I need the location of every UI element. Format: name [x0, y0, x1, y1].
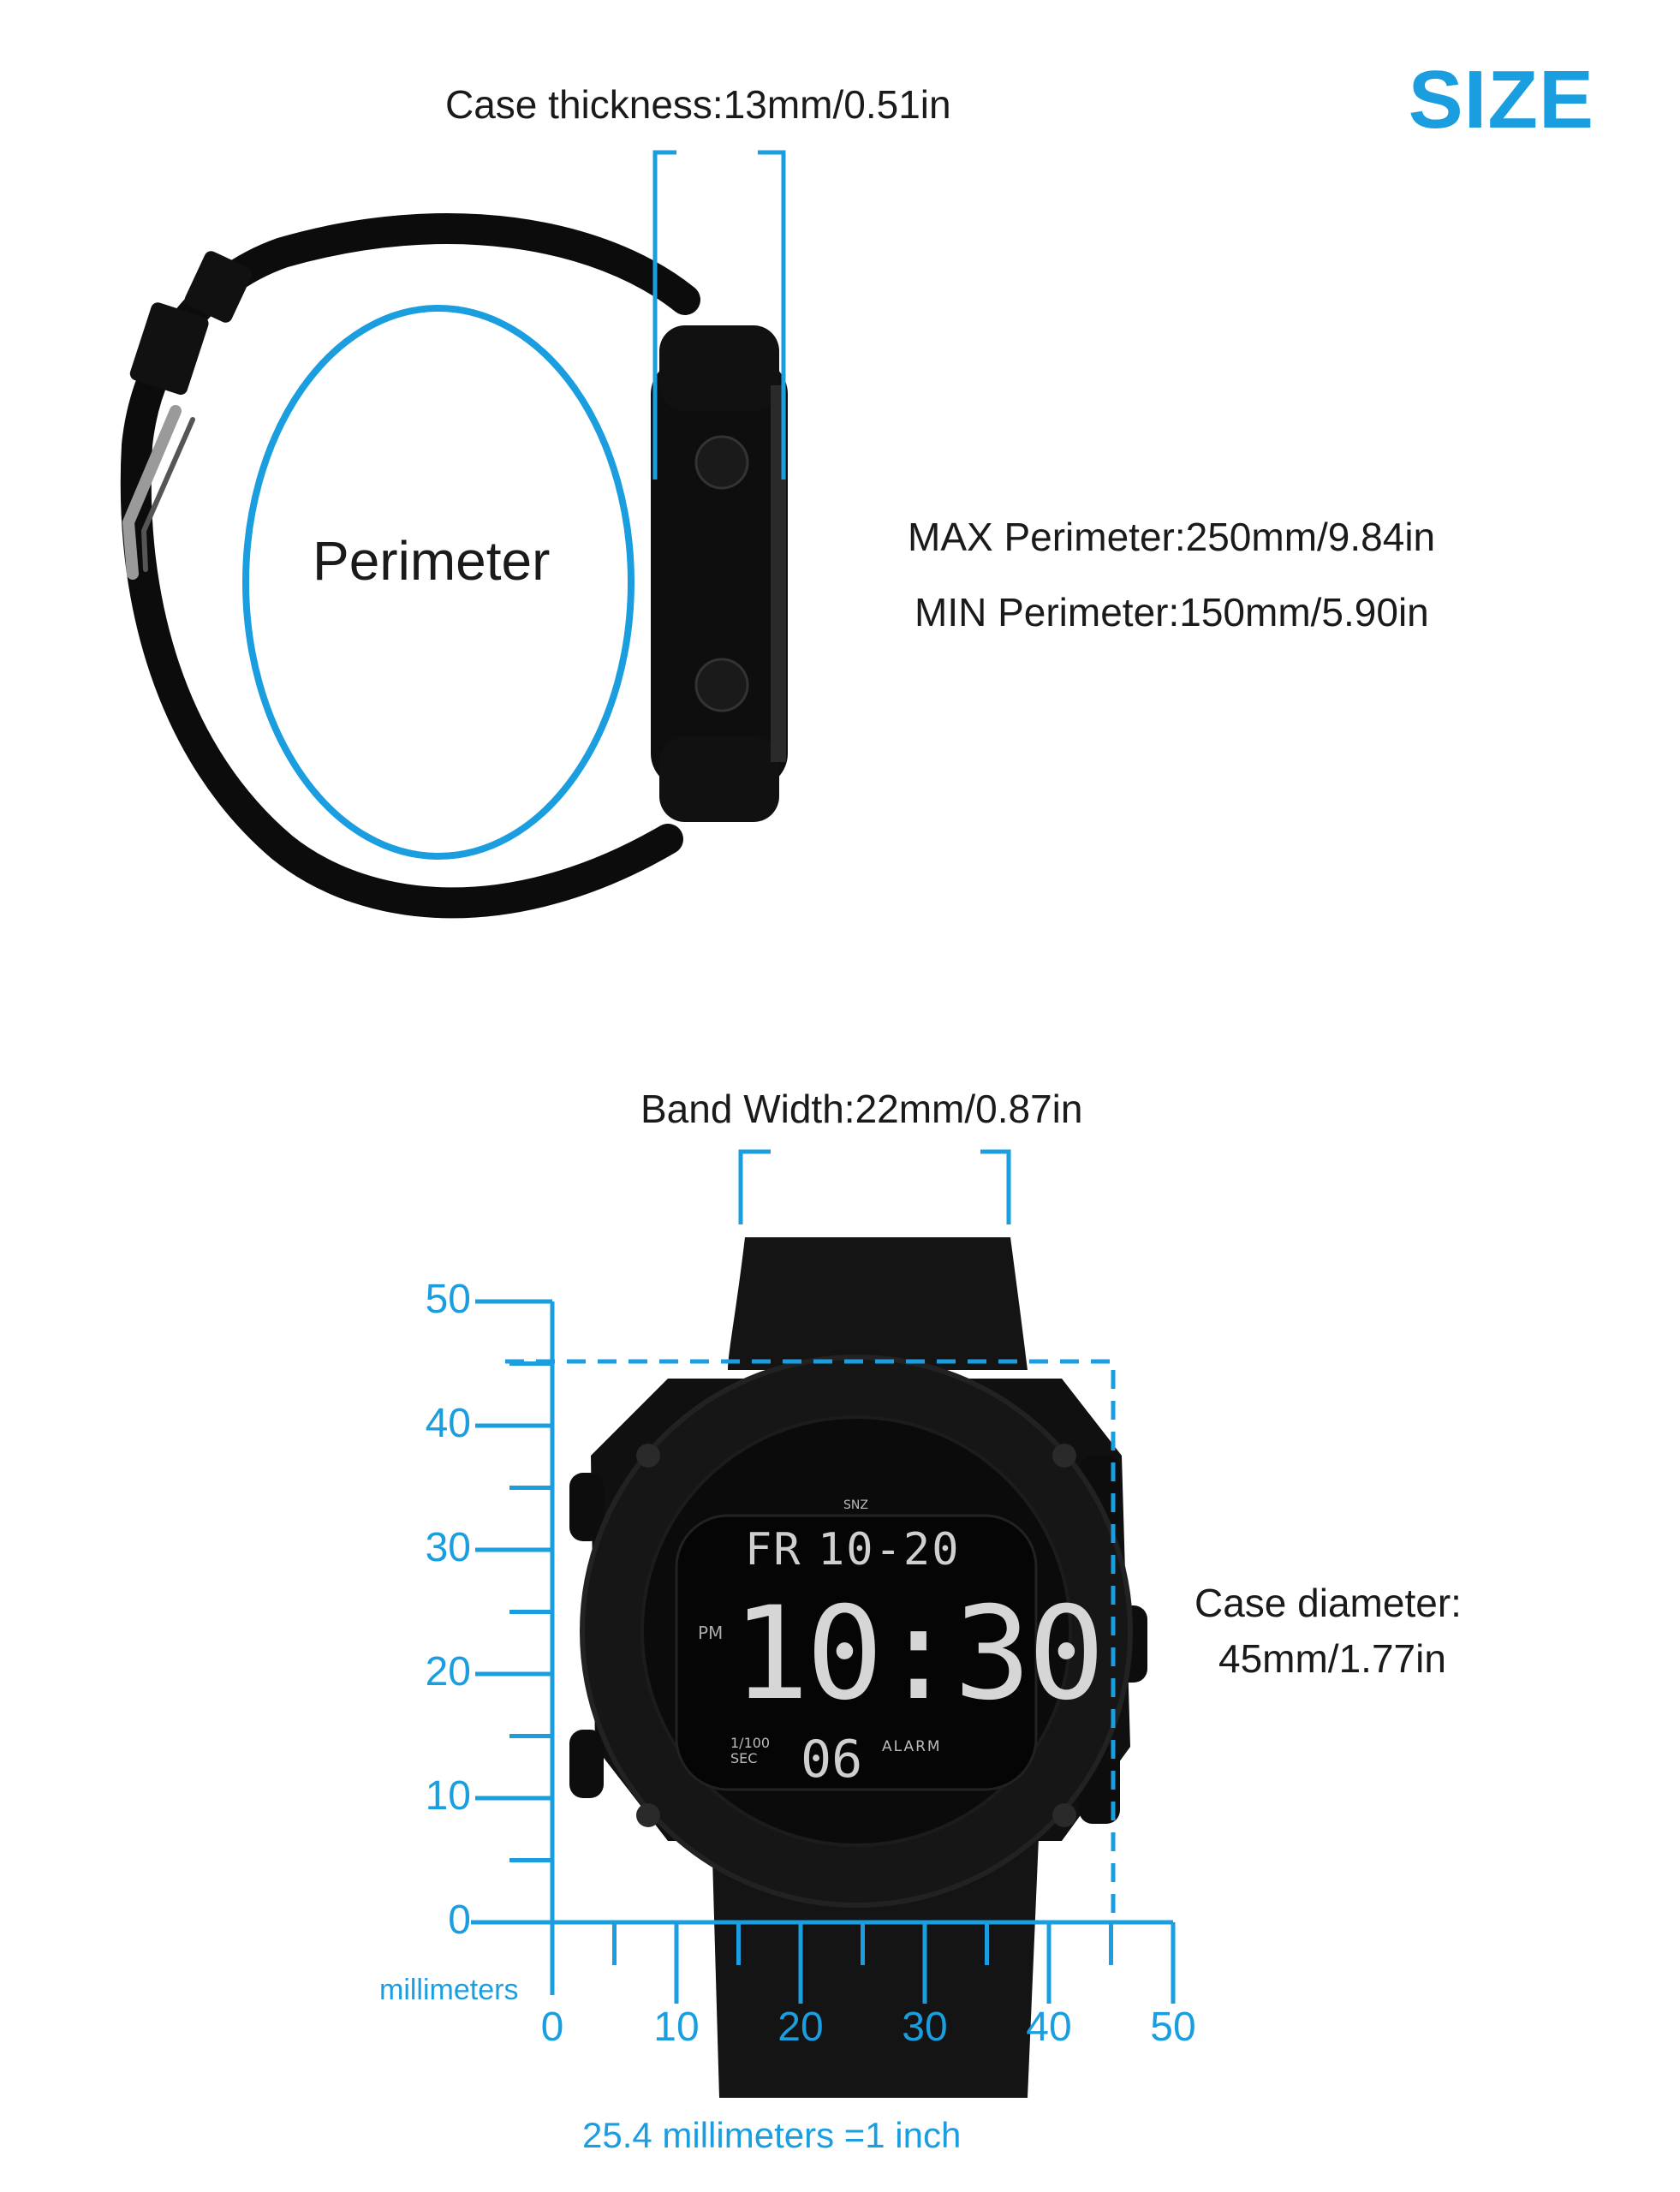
band-width-bracket: [738, 1149, 1011, 1224]
watch-brand-mark: SNZ: [843, 1498, 868, 1512]
buckle: [122, 405, 182, 580]
thickness-bracket: [652, 150, 786, 480]
page-title: SIZE: [1408, 54, 1594, 146]
pusher-top: [694, 435, 749, 490]
case-diameter-label-line2: 45mm/1.77in: [1218, 1636, 1446, 1681]
strap-keeper: [129, 302, 209, 396]
watch-top-row-day: FR: [745, 1524, 802, 1576]
ruler-ticks: [475, 1299, 1176, 2004]
side-button-left-top: [569, 1473, 604, 1541]
perimeter-label: Perimeter: [313, 530, 551, 592]
ruler-y-tick-label: 0: [448, 1897, 471, 1943]
ruler-x-tick-label: 30: [902, 2004, 948, 2050]
ruler-y-tick-label: 20: [425, 1649, 471, 1695]
ruler-x-tick-label: 40: [1026, 2004, 1072, 2050]
watch-pm-label: PM: [698, 1623, 724, 1643]
side-button-left-bottom: [569, 1730, 604, 1798]
screw: [636, 1803, 660, 1827]
watch-strap: [120, 212, 700, 919]
ruler-x-tick-label: 0: [540, 2004, 564, 2050]
ruler-y-tick-label: 30: [425, 1525, 471, 1570]
band-width-label: Band Width:22mm/0.87in: [640, 1087, 1083, 1131]
screw: [636, 1444, 660, 1468]
ruler-x-tick-label: 10: [653, 2004, 700, 2050]
watch-main-time: 10:30: [732, 1580, 1105, 1729]
watch-seconds: 06: [801, 1730, 863, 1790]
watch-sub-label: 1/100 SEC: [730, 1735, 771, 1766]
ruler-unit-label: millimeters: [379, 1974, 519, 2006]
ruler-x-tick-label: 50: [1150, 2004, 1196, 2050]
case-thickness-label: Case thickness:13mm/0.51in: [445, 82, 951, 127]
ruler-y-tick-label: 10: [425, 1773, 471, 1819]
screw: [1052, 1803, 1076, 1827]
strap-top: [728, 1237, 1028, 1370]
pusher-bottom: [694, 658, 749, 712]
lcd-panel: [675, 1514, 1038, 1791]
screw: [1052, 1444, 1076, 1468]
ruler-y-tick-label: 50: [425, 1277, 471, 1322]
perimeter-ellipse: [242, 305, 634, 860]
ruler-x-tick-label: 20: [777, 2004, 824, 2050]
ruler-y-tick-label: 40: [425, 1401, 471, 1446]
max-perimeter-label: MAX Perimeter:250mm/9.84in: [908, 515, 1436, 559]
conversion-note: 25.4 millimeters =1 inch: [582, 2115, 962, 2155]
case-diameter-dashed-box: [505, 1359, 1116, 1922]
case-diameter-label-line1: Case diameter:: [1194, 1581, 1462, 1625]
watch-top-row-time: 10-20: [818, 1524, 961, 1576]
watch-alarm-label: ALARM: [882, 1738, 942, 1755]
watch-case-side: [651, 360, 788, 788]
min-perimeter-label: MIN Perimeter:150mm/5.90in: [914, 590, 1429, 634]
